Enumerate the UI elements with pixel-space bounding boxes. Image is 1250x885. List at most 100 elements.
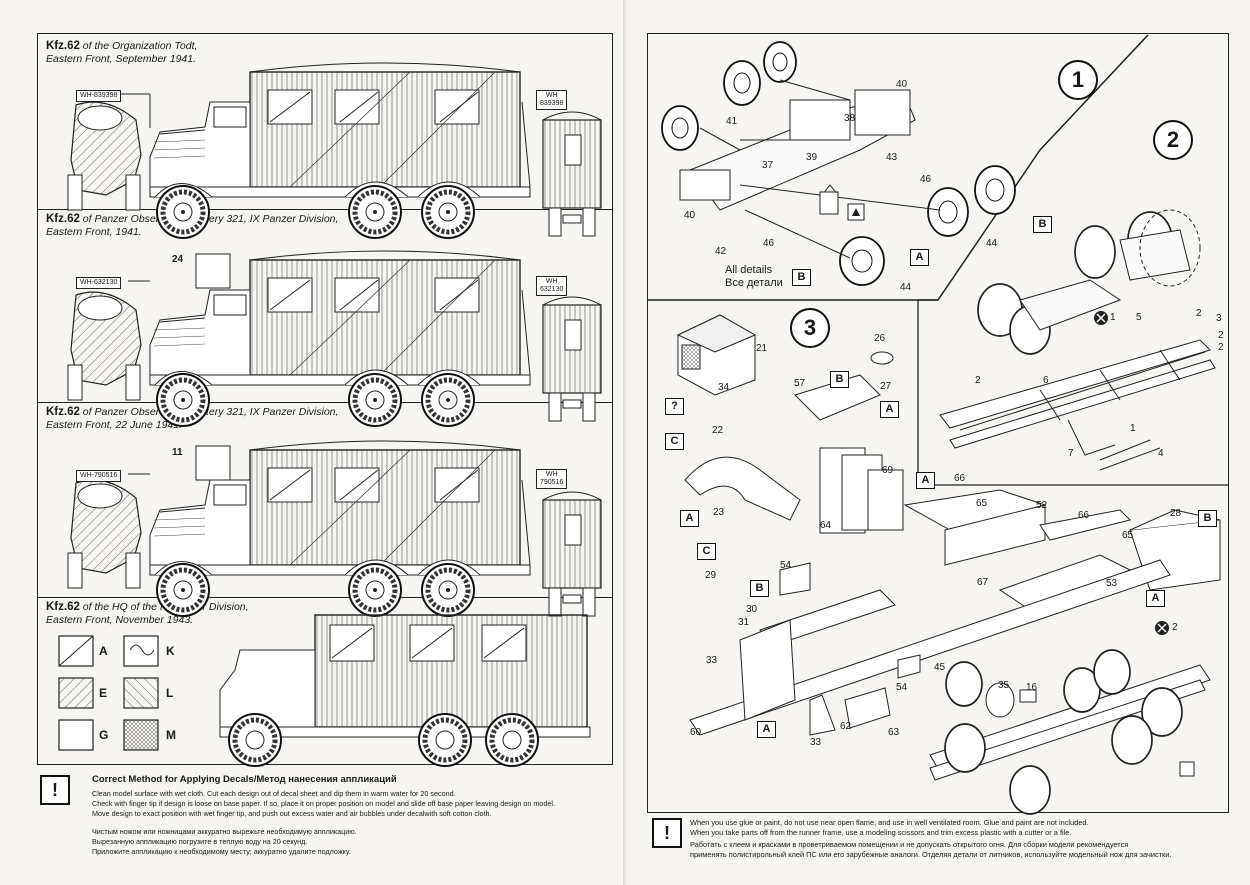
runner-tag-b: B — [1198, 510, 1217, 527]
runner-tag-b: B — [750, 580, 769, 597]
part-number: 41 — [726, 116, 738, 127]
variant-caption-4: Kfz.62 of the HQ of the IV Panzer Divisi… — [46, 601, 249, 626]
runner-tag-b: B — [830, 371, 849, 388]
part-number: 6 — [1043, 375, 1049, 386]
part-number: 42 — [715, 246, 727, 257]
part-number: 33 — [810, 737, 822, 748]
part-number: 35 — [998, 680, 1010, 691]
part-number: 54 — [780, 560, 792, 571]
part-number: 21 — [756, 343, 768, 354]
part-number: 67 — [977, 577, 989, 588]
part-number: 3 — [1216, 313, 1222, 324]
part-number: 57 — [794, 378, 806, 389]
part-number: 2 — [975, 375, 981, 386]
page-fold — [623, 0, 627, 885]
section-divider — [37, 597, 613, 598]
safety-note: When you take parts off from the runner … — [690, 828, 1072, 837]
license-plate-front: WH-632130 — [76, 277, 122, 289]
variant-caption-3: Kfz.62 of Panzer Observation Battery 321… — [46, 406, 339, 431]
assembly-frame — [647, 33, 1229, 813]
part-number: 2 — [1218, 342, 1224, 353]
assembly-ref: 1 — [1110, 312, 1116, 323]
painting-guide-frame — [37, 33, 613, 765]
part-number: 38 — [844, 113, 856, 124]
runner-tag-a: A — [880, 401, 899, 418]
runner-tag-b: B — [1033, 216, 1052, 233]
runner-tag-a: A — [1146, 590, 1165, 607]
decal-instruction: Check with finger tip if design is loose… — [92, 799, 555, 808]
warning-icon: ! — [652, 818, 682, 848]
runner-tag-a: A — [916, 472, 935, 489]
part-number: 69 — [882, 465, 894, 476]
color-code-label: A — [99, 644, 108, 658]
color-code-label: E — [99, 686, 108, 700]
part-number: 46 — [920, 174, 932, 185]
assembly-ref: 2 — [1172, 622, 1178, 633]
color-code-label: K — [166, 644, 175, 658]
safety-note: When you use glue or paint, do not use n… — [690, 818, 1089, 827]
part-number: 44 — [986, 238, 998, 249]
part-number: 53 — [1106, 578, 1118, 589]
part-number: 27 — [880, 381, 892, 392]
part-number: 26 — [874, 333, 886, 344]
left-page: Kfz.62 of the Organization Todt, Eastern… — [0, 0, 624, 885]
part-number: 40 — [896, 79, 908, 90]
part-number: 44 — [900, 282, 912, 293]
variant-caption-2: Kfz.62 of Panzer Observation Battery 321… — [46, 213, 339, 238]
part-number: 1 — [1130, 423, 1136, 434]
part-number: 5 — [1136, 312, 1142, 323]
part-number: 4 — [1158, 448, 1164, 459]
part-number: 31 — [738, 617, 750, 628]
truck-drawings — [58, 0, 602, 767]
part-number: 54 — [896, 682, 908, 693]
part-number: 37 — [762, 160, 774, 171]
part-number: 65 — [1122, 530, 1134, 541]
license-plate-front: WH-839398 — [76, 90, 122, 102]
color-code-label: L — [166, 686, 174, 700]
part-number: 64 — [820, 520, 832, 531]
section-divider — [37, 402, 613, 403]
part-number: 7 — [1068, 448, 1074, 459]
decal-instruction: Clean model surface with wet cloth. Cut … — [92, 789, 456, 798]
step-3-marker: 3 — [790, 308, 830, 348]
license-plate-front: WH-790516 — [76, 470, 122, 482]
decal-instruction-ru: Приложите аппликацию к необходимому мест… — [92, 847, 351, 856]
part-number: 22 — [712, 425, 724, 436]
part-number: 46 — [763, 238, 775, 249]
runner-tag-a: A — [680, 510, 699, 527]
step-1-marker: 1 — [1058, 60, 1098, 100]
part-number: 29 — [705, 570, 717, 581]
part-number: 65 — [976, 498, 988, 509]
part-number: 40 — [684, 210, 696, 221]
part-number: 30 — [746, 604, 758, 615]
runner-tag-c: C — [665, 433, 684, 450]
part-number: 45 — [934, 662, 946, 673]
section-divider — [37, 209, 613, 210]
part-number: 60 — [690, 727, 702, 738]
warning-icon: ! — [40, 775, 70, 805]
decal-instruction-ru: Чистым ножом или ножницами аккуратно выр… — [92, 827, 357, 836]
decal-callout: 24 — [172, 254, 184, 265]
runner-tag-c: C — [697, 543, 716, 560]
safety-note-ru: Работать с клеем и красками в проветрива… — [690, 840, 1129, 849]
runner-tag-q: ? — [665, 398, 684, 415]
step-2-marker: 2 — [1153, 120, 1193, 160]
color-code-label: M — [166, 728, 176, 742]
part-number: 16 — [1026, 682, 1038, 693]
part-number: 52 — [1036, 500, 1048, 511]
runner-tag-a: A — [910, 249, 929, 266]
part-number: 66 — [1078, 510, 1090, 521]
safety-note-ru: применять полистирольный клей ПС или его… — [690, 850, 1172, 859]
decal-instruction-ru: Вырезанную аппликацию погрузите в теплую… — [92, 837, 308, 846]
decal-instruction: Move design to exact position with wet f… — [92, 809, 492, 818]
decal-method-title: Correct Method for Applying Decals/Метод… — [92, 774, 397, 785]
part-number: 34 — [718, 382, 730, 393]
part-number: 39 — [806, 152, 818, 163]
part-number: 2 — [1218, 330, 1224, 341]
part-number: 23 — [713, 507, 725, 518]
